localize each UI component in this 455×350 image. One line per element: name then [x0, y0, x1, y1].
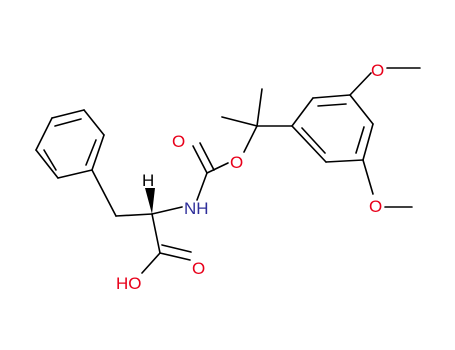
acid-co-bond-2: [161, 244, 192, 253]
carbonyl-bond-1: [192, 145, 208, 174]
ome-bottom-bond: [362, 159, 374, 195]
carbamate-ester-bond: [206, 162, 229, 174]
alpha-cooh-bond: [151, 213, 161, 254]
ome-bottom-o-label: O: [369, 197, 382, 216]
acid-o-label: O: [192, 259, 205, 278]
dimethoxyphenyl-ring: [291, 94, 374, 163]
ome-top-o-label: O: [371, 61, 384, 80]
phenyl-ring: [35, 109, 105, 179]
acid-co-bond-1: [159, 252, 191, 261]
ester-o-label: O: [230, 153, 243, 172]
nh-label: NH: [184, 199, 209, 218]
acid-oh-label: HO: [116, 274, 142, 293]
carbonyl-o-label: O: [172, 132, 185, 151]
methyl-left-bond: [221, 116, 258, 127]
stereo-wedge: [145, 188, 155, 214]
ome-top-bond: [349, 72, 372, 96]
methyl-top-bond: [256, 88, 263, 127]
ring-ch2-bond: [91, 169, 117, 217]
ch2-alpha-bond: [115, 213, 153, 217]
alpha-n-bond: [151, 206, 183, 215]
alpha-h-label: H: [142, 171, 154, 190]
n-carbamate-bond: [196, 172, 208, 201]
acid-oh-bond: [141, 252, 161, 274]
carbonyl-bond-2: [199, 142, 215, 171]
ester-quat-bond: [243, 125, 258, 153]
